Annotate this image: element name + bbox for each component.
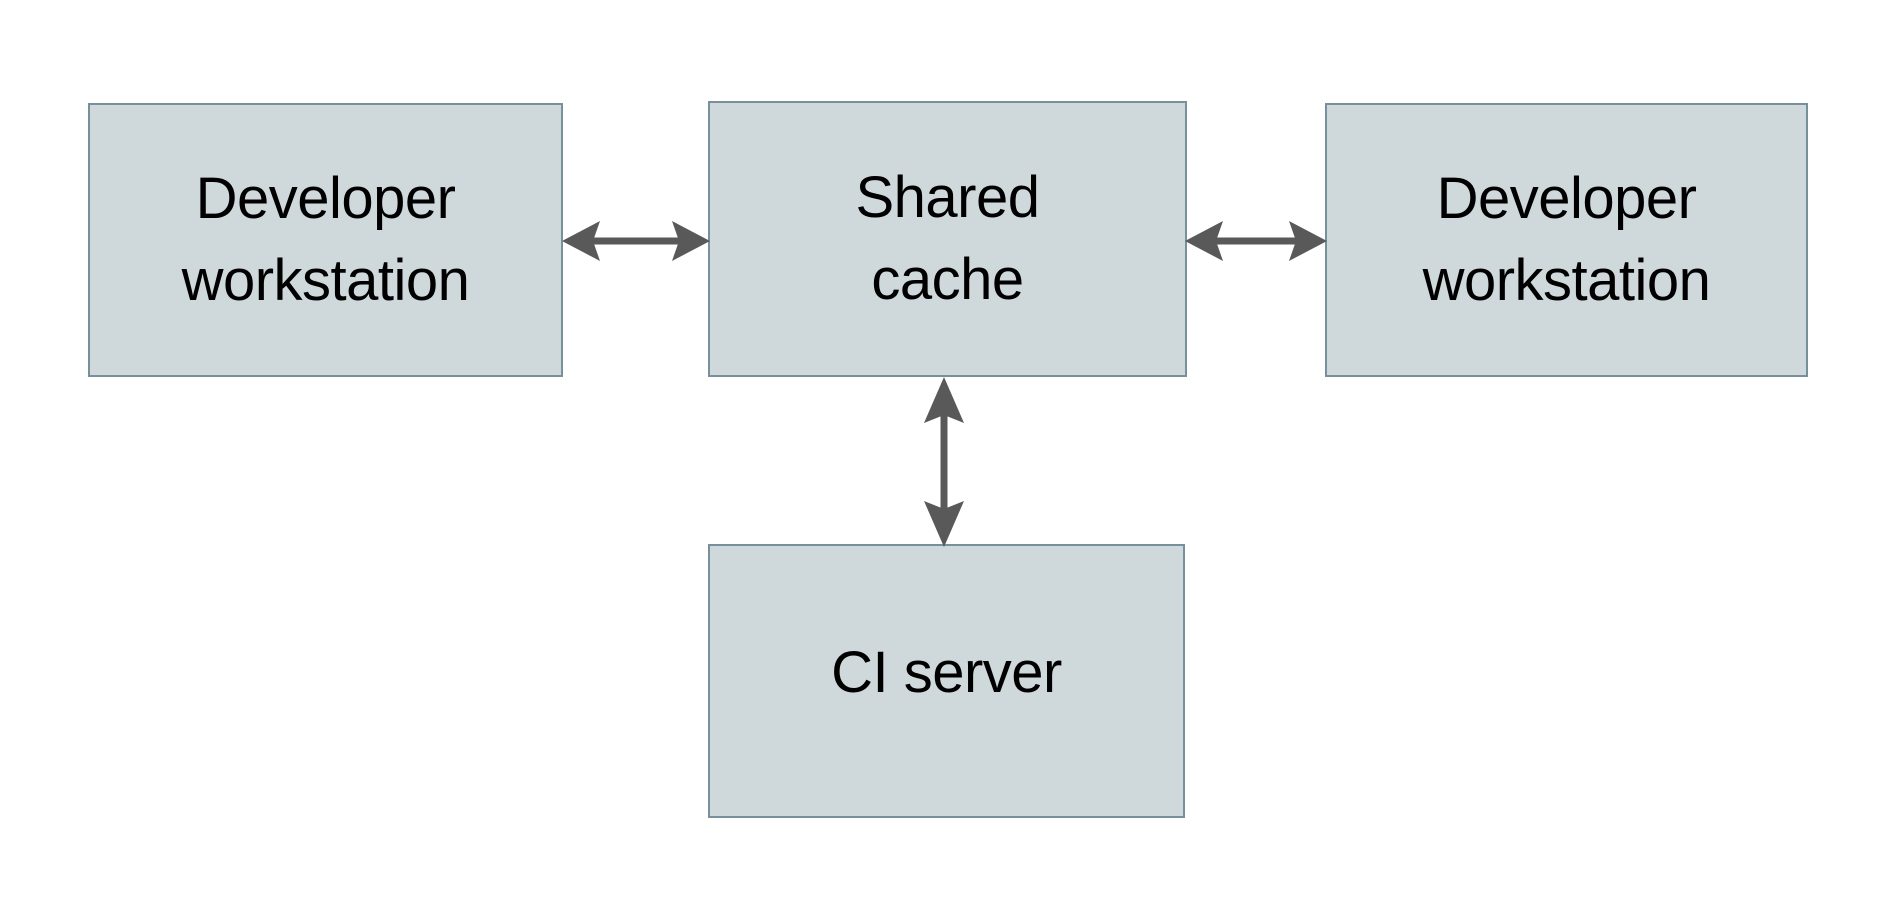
edge-shared-cache-to-developer-right[interactable] (1183, 205, 1329, 277)
node-label-line-1: Shared (855, 164, 1040, 230)
arrowhead-right-icon (672, 221, 710, 261)
node-label: Developer workstation (1423, 158, 1711, 323)
node-label-line-1: CI server (831, 639, 1062, 705)
node-developer-workstation-left[interactable]: Developer workstation (88, 103, 563, 377)
node-label: Developer workstation (182, 158, 470, 323)
node-label: Shared cache (855, 157, 1040, 322)
arrowhead-up-icon (924, 377, 964, 423)
node-label-line-2: workstation (1422, 248, 1711, 313)
edge-shared-cache-to-ci-server[interactable] (908, 375, 980, 549)
node-label: CI server (831, 632, 1062, 714)
node-ci-server[interactable]: CI server (708, 544, 1185, 818)
node-developer-workstation-right[interactable]: Developer workstation (1325, 103, 1808, 377)
node-label-line-1: Developer (195, 165, 456, 231)
arrowhead-left-icon (562, 221, 600, 261)
node-label-line-2: cache (871, 247, 1024, 312)
node-shared-cache[interactable]: Shared cache (708, 101, 1187, 377)
arrowhead-down-icon (924, 501, 964, 547)
edge-developer-left-to-shared-cache[interactable] (560, 205, 712, 277)
node-label-line-2: workstation (181, 248, 470, 313)
arrowhead-right-icon (1289, 221, 1327, 261)
node-label-line-1: Developer (1436, 165, 1697, 231)
arrowhead-left-icon (1185, 221, 1223, 261)
